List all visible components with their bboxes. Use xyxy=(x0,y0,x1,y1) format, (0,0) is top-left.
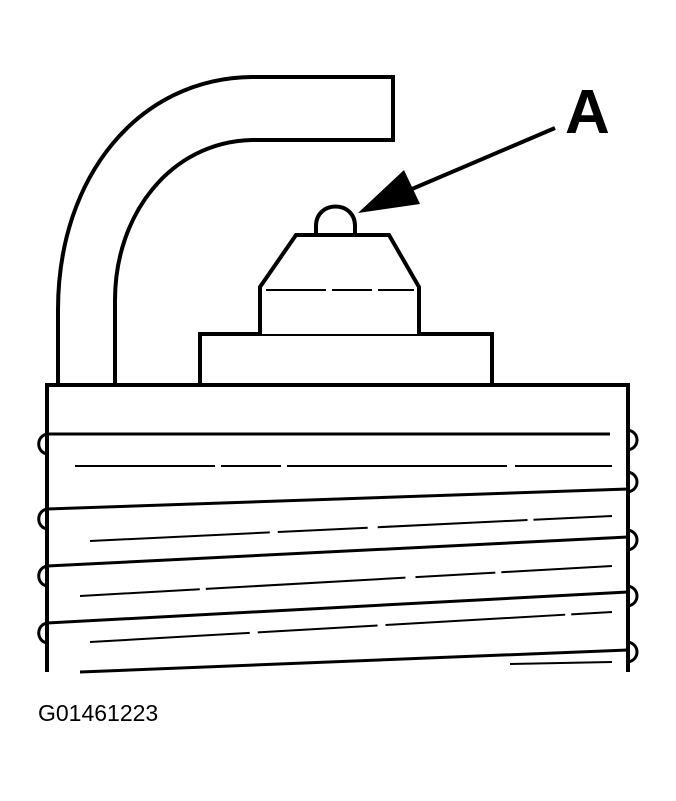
figure-id: G01461223 xyxy=(38,700,159,726)
insulator-tip xyxy=(258,233,421,334)
callout-arrow xyxy=(358,126,556,213)
callout-label: A xyxy=(565,78,610,147)
ground-electrode xyxy=(56,75,395,385)
thread-ridges xyxy=(46,432,629,674)
right-thread-crests xyxy=(627,428,639,664)
center-electrode xyxy=(314,204,357,236)
left-thread-crests xyxy=(37,432,48,645)
insulator-base xyxy=(198,332,494,387)
